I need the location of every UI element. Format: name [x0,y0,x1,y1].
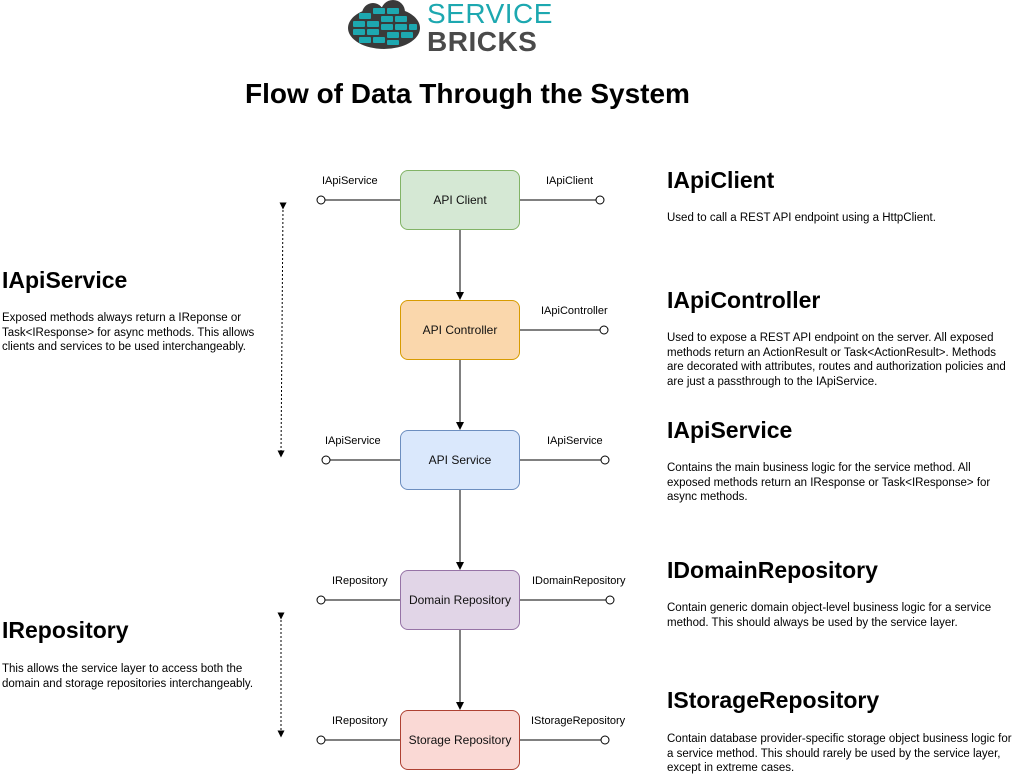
interface-socket-icon [595,195,605,205]
api-client-label: API Client [433,193,487,207]
iface-label-domain-right: IDomainRepository [532,575,626,587]
interface-socket-icon [605,595,615,605]
left-note-text-irepository: This allows the service layer to access … [2,663,254,690]
left-note-heading-irepository: IRepository [2,617,129,643]
note-heading-iapiservice: IApiService [667,417,793,443]
iface-label-storage-left: IRepository [332,715,388,727]
storage-repository-box: Storage Repository [400,710,520,770]
note-text-iapicontroller: Used to expose a REST API endpoint on th… [667,332,1006,388]
note-text-istoragerepository: Contain database provider-specific stora… [667,733,1012,774]
iface-label-service-left: IApiService [325,435,381,447]
note-heading-idomainrepository: IDomainRepository [667,557,878,583]
logo-line-bricks: BRICKS [427,26,538,57]
interface-socket-icon [316,735,326,745]
interface-socket-icon [599,325,609,335]
note-heading-iapiclient: IApiClient [667,167,775,193]
api-client-box: API Client [400,170,520,230]
domain-repository-box: Domain Repository [400,570,520,630]
note-heading-iapicontroller: IApiController [667,287,821,313]
left-note-heading-iapiservice: IApiService [2,267,128,293]
api-controller-label: API Controller [422,323,498,337]
note-text-iapiservice: Contains the main business logic for the… [667,462,991,503]
iface-label-service-right: IApiService [547,435,603,447]
logo-line-service: SERVICE [427,0,553,29]
note-text-idomainrepository: Contain generic domain object-level busi… [667,602,992,629]
interface-socket-icon [316,195,326,205]
api-service-label: API Service [428,453,492,467]
brick-cloud-icon [348,0,420,49]
domain-repository-label: Domain Repository [408,593,512,607]
api-controller-box: API Controller [400,300,520,360]
storage-repository-label: Storage Repository [408,733,512,747]
left-note-text-iapiservice: Exposed methods always return a IReponse… [2,312,255,353]
interface-socket-icon [316,595,326,605]
bracket-arrow-iapiservice [277,202,287,458]
interface-socket-icon [321,455,331,465]
note-heading-istoragerepository: IStorageRepository [667,687,880,713]
interface-socket-icon [600,735,610,745]
iface-label-client-right: IApiClient [546,175,594,187]
servicebricks-logo: SERVICE BRICKS [345,0,560,56]
iface-label-storage-right: IStorageRepository [531,715,626,727]
diagram-title: Flow of Data Through the System [245,78,690,109]
api-service-box: API Service [400,430,520,490]
note-text-iapiclient: Used to call a REST API endpoint using a… [667,212,936,224]
iface-label-domain-left: IRepository [332,575,388,587]
iface-label-controller-right: IApiController [541,305,608,317]
interface-socket-icon [600,455,610,465]
iface-label-client-left: IApiService [322,175,378,187]
